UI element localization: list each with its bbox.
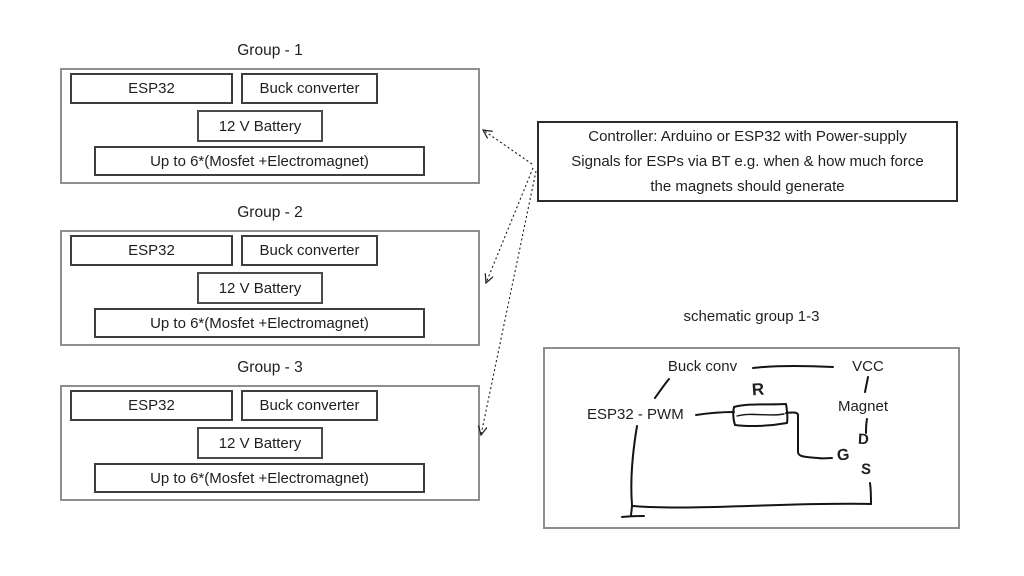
controller-note-line-1: Controller: Arduino or ESP32 with Power-… [588, 128, 907, 145]
group-1-battery-box: 12 V Battery [197, 110, 323, 142]
group-1-box: ESP32 Buck converter 12 V Battery Up to … [60, 68, 480, 184]
controller-note-line-3: the magnets should generate [650, 178, 845, 195]
group-3-mosfet-electromagnet-box: Up to 6*(Mosfet +Electromagnet) [94, 463, 425, 493]
schematic-label-gate: G [836, 446, 851, 465]
schematic-label-drain: D [857, 430, 870, 449]
group-3-esp32-box: ESP32 [70, 390, 233, 421]
controller-note-line-2: Signals for ESPs via BT e.g. when & how … [571, 153, 924, 170]
schematic-label-esp32-pwm: ESP32 - PWM [587, 406, 684, 423]
schematic-label-magnet: Magnet [837, 398, 889, 415]
group-2-battery-box: 12 V Battery [197, 272, 323, 304]
schematic-title: schematic group 1-3 [683, 308, 820, 325]
schematic-label-vcc: VCC [852, 358, 884, 375]
arrow-to-group-3 [481, 170, 537, 435]
group-3-box: ESP32 Buck converter 12 V Battery Up to … [60, 385, 480, 501]
group-3-title: Group - 3 [237, 359, 303, 376]
group-2-buck-converter-box: Buck converter [241, 235, 378, 266]
arrow-to-group-1 [483, 130, 533, 165]
schematic-box [543, 347, 960, 529]
controller-note-box: Controller: Arduino or ESP32 with Power-… [537, 121, 958, 202]
schematic-label-resistor: R [751, 379, 765, 400]
group-1-buck-converter-box: Buck converter [241, 73, 378, 104]
group-1-title: Group - 1 [237, 42, 303, 59]
schematic-label-source: S [860, 460, 872, 479]
group-2-box: ESP32 Buck converter 12 V Battery Up to … [60, 230, 480, 346]
group-3-battery-box: 12 V Battery [197, 427, 323, 459]
group-1-esp32-box: ESP32 [70, 73, 233, 104]
schematic-label-buck-conv: Buck conv [667, 358, 738, 375]
group-2-mosfet-electromagnet-box: Up to 6*(Mosfet +Electromagnet) [94, 308, 425, 338]
group-2-title: Group - 2 [237, 204, 303, 221]
group-1-mosfet-electromagnet-box: Up to 6*(Mosfet +Electromagnet) [94, 146, 425, 176]
group-3-buck-converter-box: Buck converter [241, 390, 378, 421]
arrow-to-group-2 [486, 167, 534, 283]
group-2-esp32-box: ESP32 [70, 235, 233, 266]
